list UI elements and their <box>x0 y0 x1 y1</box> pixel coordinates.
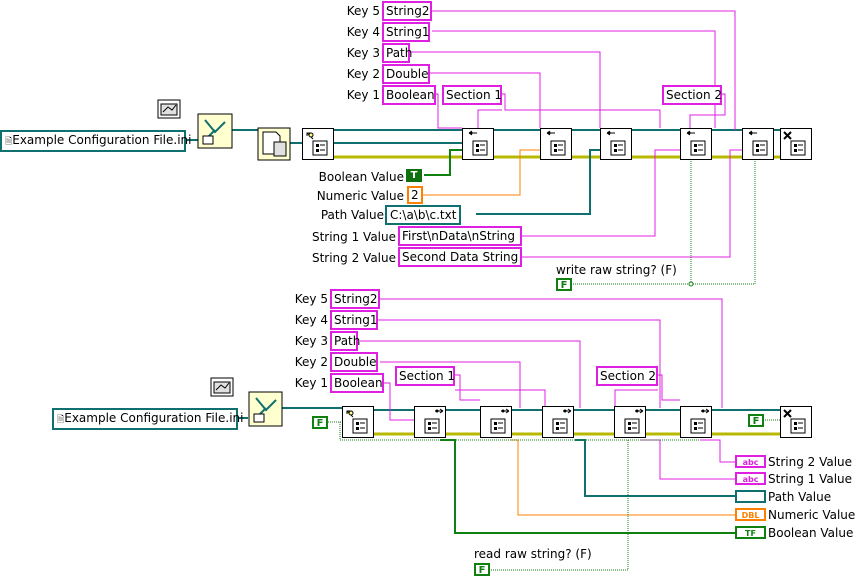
read-key-boolean-vi[interactable] <box>414 406 446 438</box>
key-name-constant-bottom[interactable]: Double <box>330 352 378 372</box>
close-config-data-vi-bottom[interactable] <box>780 406 812 438</box>
key-name-constant-bottom[interactable]: String1 <box>330 310 378 330</box>
section-name-constant[interactable]: Section 1 <box>442 85 502 105</box>
open-config-data-vi-bottom[interactable] <box>342 406 374 438</box>
key-label: Key 3 <box>346 46 380 60</box>
build-path-icon[interactable] <box>197 113 233 149</box>
file-path-constant-bottom[interactable]: 🗎Example Configuration File.ini <box>52 408 244 430</box>
key-name-constant-bottom[interactable]: String2 <box>330 289 380 309</box>
close-config-data-vi[interactable] <box>780 128 812 160</box>
output-label: Numeric Value <box>768 508 856 522</box>
key-label-bottom: Key 3 <box>294 334 328 348</box>
input-label: String 1 Value <box>311 230 396 244</box>
write-key-boolean-vi[interactable] <box>462 128 494 160</box>
read-key-string2-vi[interactable] <box>680 406 712 438</box>
read-raw-string-label: read raw string? (F) <box>474 547 592 561</box>
key-label-bottom: Key 4 <box>294 313 328 327</box>
key-label: Key 5 <box>346 4 380 18</box>
path-constant-icon-bottom <box>210 377 234 397</box>
open-config-data-vi[interactable] <box>302 128 334 160</box>
path-value-constant[interactable]: C:\a\b\c.txt <box>385 205 462 225</box>
output-indicator: abc <box>735 455 766 468</box>
key-label: Key 1 <box>346 88 380 102</box>
key-name-constant-bottom[interactable]: Boolean <box>330 373 384 393</box>
input-label: Path Value <box>320 208 384 222</box>
key-name-constant-bottom[interactable]: Path <box>330 331 360 351</box>
output-label: String 1 Value <box>768 472 853 486</box>
file-path-text: Example Configuration File.ini <box>12 133 192 147</box>
key-label-bottom: Key 1 <box>294 376 328 390</box>
key-label-bottom: Key 5 <box>294 292 328 306</box>
write-raw-string-label: write raw string? (F) <box>556 263 677 277</box>
output-indicator: abc <box>735 472 766 485</box>
write-key-double-vi[interactable] <box>540 128 572 160</box>
path-constant-icon <box>157 99 181 119</box>
write-key-string1-vi[interactable] <box>680 128 712 160</box>
input-label: String 2 Value <box>311 251 396 265</box>
create-if-missing-constant[interactable]: F <box>312 416 328 429</box>
read-key-double-vi[interactable] <box>480 406 512 438</box>
string1-value-constant[interactable]: First\nData\nString <box>398 226 522 246</box>
boolean-value-constant[interactable]: T <box>406 169 422 182</box>
key-name-constant[interactable]: String1 <box>382 22 430 42</box>
string2-value-constant[interactable]: Second Data String <box>398 247 522 267</box>
key-label: Key 4 <box>346 25 380 39</box>
input-label: Numeric Value <box>316 189 404 203</box>
section-name-constant-bottom[interactable]: Section 2 <box>596 366 658 386</box>
delete-file-icon[interactable] <box>257 127 291 161</box>
key-label-bottom: Key 2 <box>294 355 328 369</box>
input-label: Boolean Value <box>318 170 404 184</box>
key-name-constant[interactable]: Double <box>382 64 430 84</box>
build-path-icon-bottom[interactable] <box>248 391 283 427</box>
write-raw-string-constant[interactable]: F <box>556 278 572 291</box>
key-name-constant[interactable]: Boolean <box>382 85 436 105</box>
read-raw-string-constant[interactable]: F <box>474 563 490 576</box>
output-indicator: DBL <box>735 508 766 521</box>
output-label: Path Value <box>768 490 832 504</box>
section-name-constant[interactable]: Section 2 <box>662 85 722 105</box>
file-path-text-bottom: Example Configuration File.ini <box>64 411 244 425</box>
output-label: Boolean Value <box>768 526 854 540</box>
file-path-constant[interactable]: 🗎Example Configuration File.ini <box>0 130 192 152</box>
write-key-path-vi[interactable] <box>600 128 632 160</box>
read-key-string1-vi[interactable] <box>614 406 646 438</box>
write-key-string2-vi[interactable] <box>742 128 774 160</box>
section-name-constant-bottom[interactable]: Section 1 <box>395 366 455 386</box>
end-false-constant[interactable]: F <box>748 414 764 427</box>
output-label: String 2 Value <box>768 455 853 469</box>
key-name-constant[interactable]: Path <box>382 43 412 63</box>
output-indicator <box>735 490 766 503</box>
key-name-constant[interactable]: String2 <box>382 1 432 21</box>
numeric-value-constant[interactable]: 2 <box>407 186 423 204</box>
output-indicator: TF <box>735 526 766 539</box>
read-key-path-vi[interactable] <box>542 406 574 438</box>
key-label: Key 2 <box>346 67 380 81</box>
